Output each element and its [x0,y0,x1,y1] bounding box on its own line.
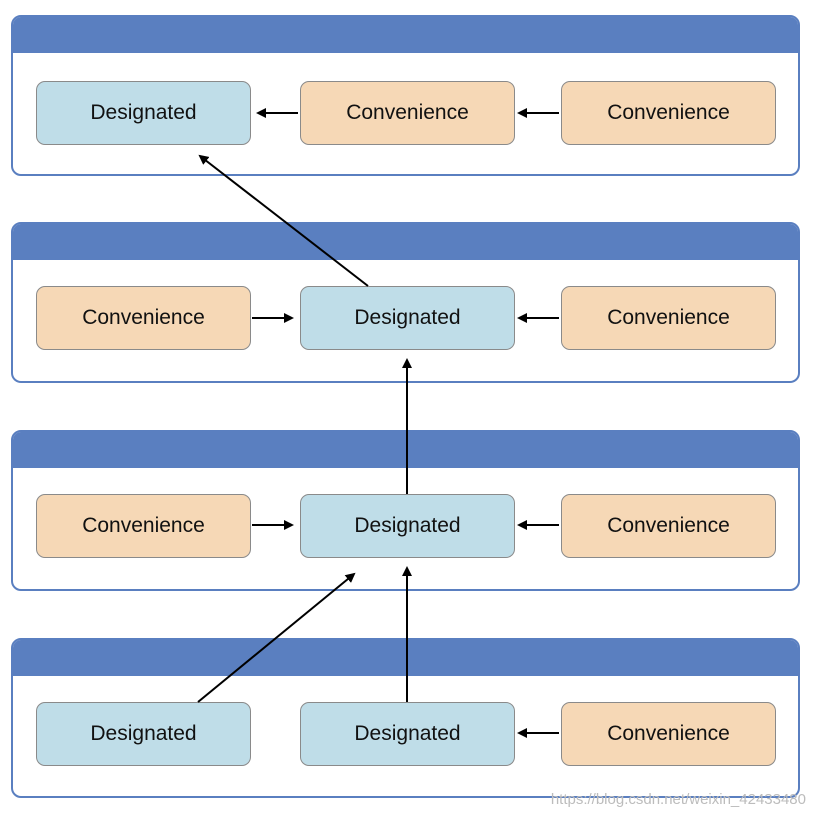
convenience-initializer: Convenience [561,494,776,558]
convenience-initializer: Convenience [36,494,251,558]
convenience-initializer: Convenience [300,81,515,145]
designated-initializer: Designated [36,702,251,766]
convenience-initializer: Convenience [36,286,251,350]
designated-initializer: Designated [300,286,515,350]
designated-initializer: Designated [300,494,515,558]
watermark: https://blog.csdn.net/weixin_42433480 [550,791,806,808]
convenience-initializer: Convenience [561,286,776,350]
class-panel-header [13,224,798,260]
designated-initializer: Designated [300,702,515,766]
convenience-initializer: Convenience [561,702,776,766]
class-panel-header [13,640,798,676]
class-panel-header [13,432,798,468]
designated-initializer: Designated [36,81,251,145]
class-panel-header [13,17,798,53]
convenience-initializer: Convenience [561,81,776,145]
